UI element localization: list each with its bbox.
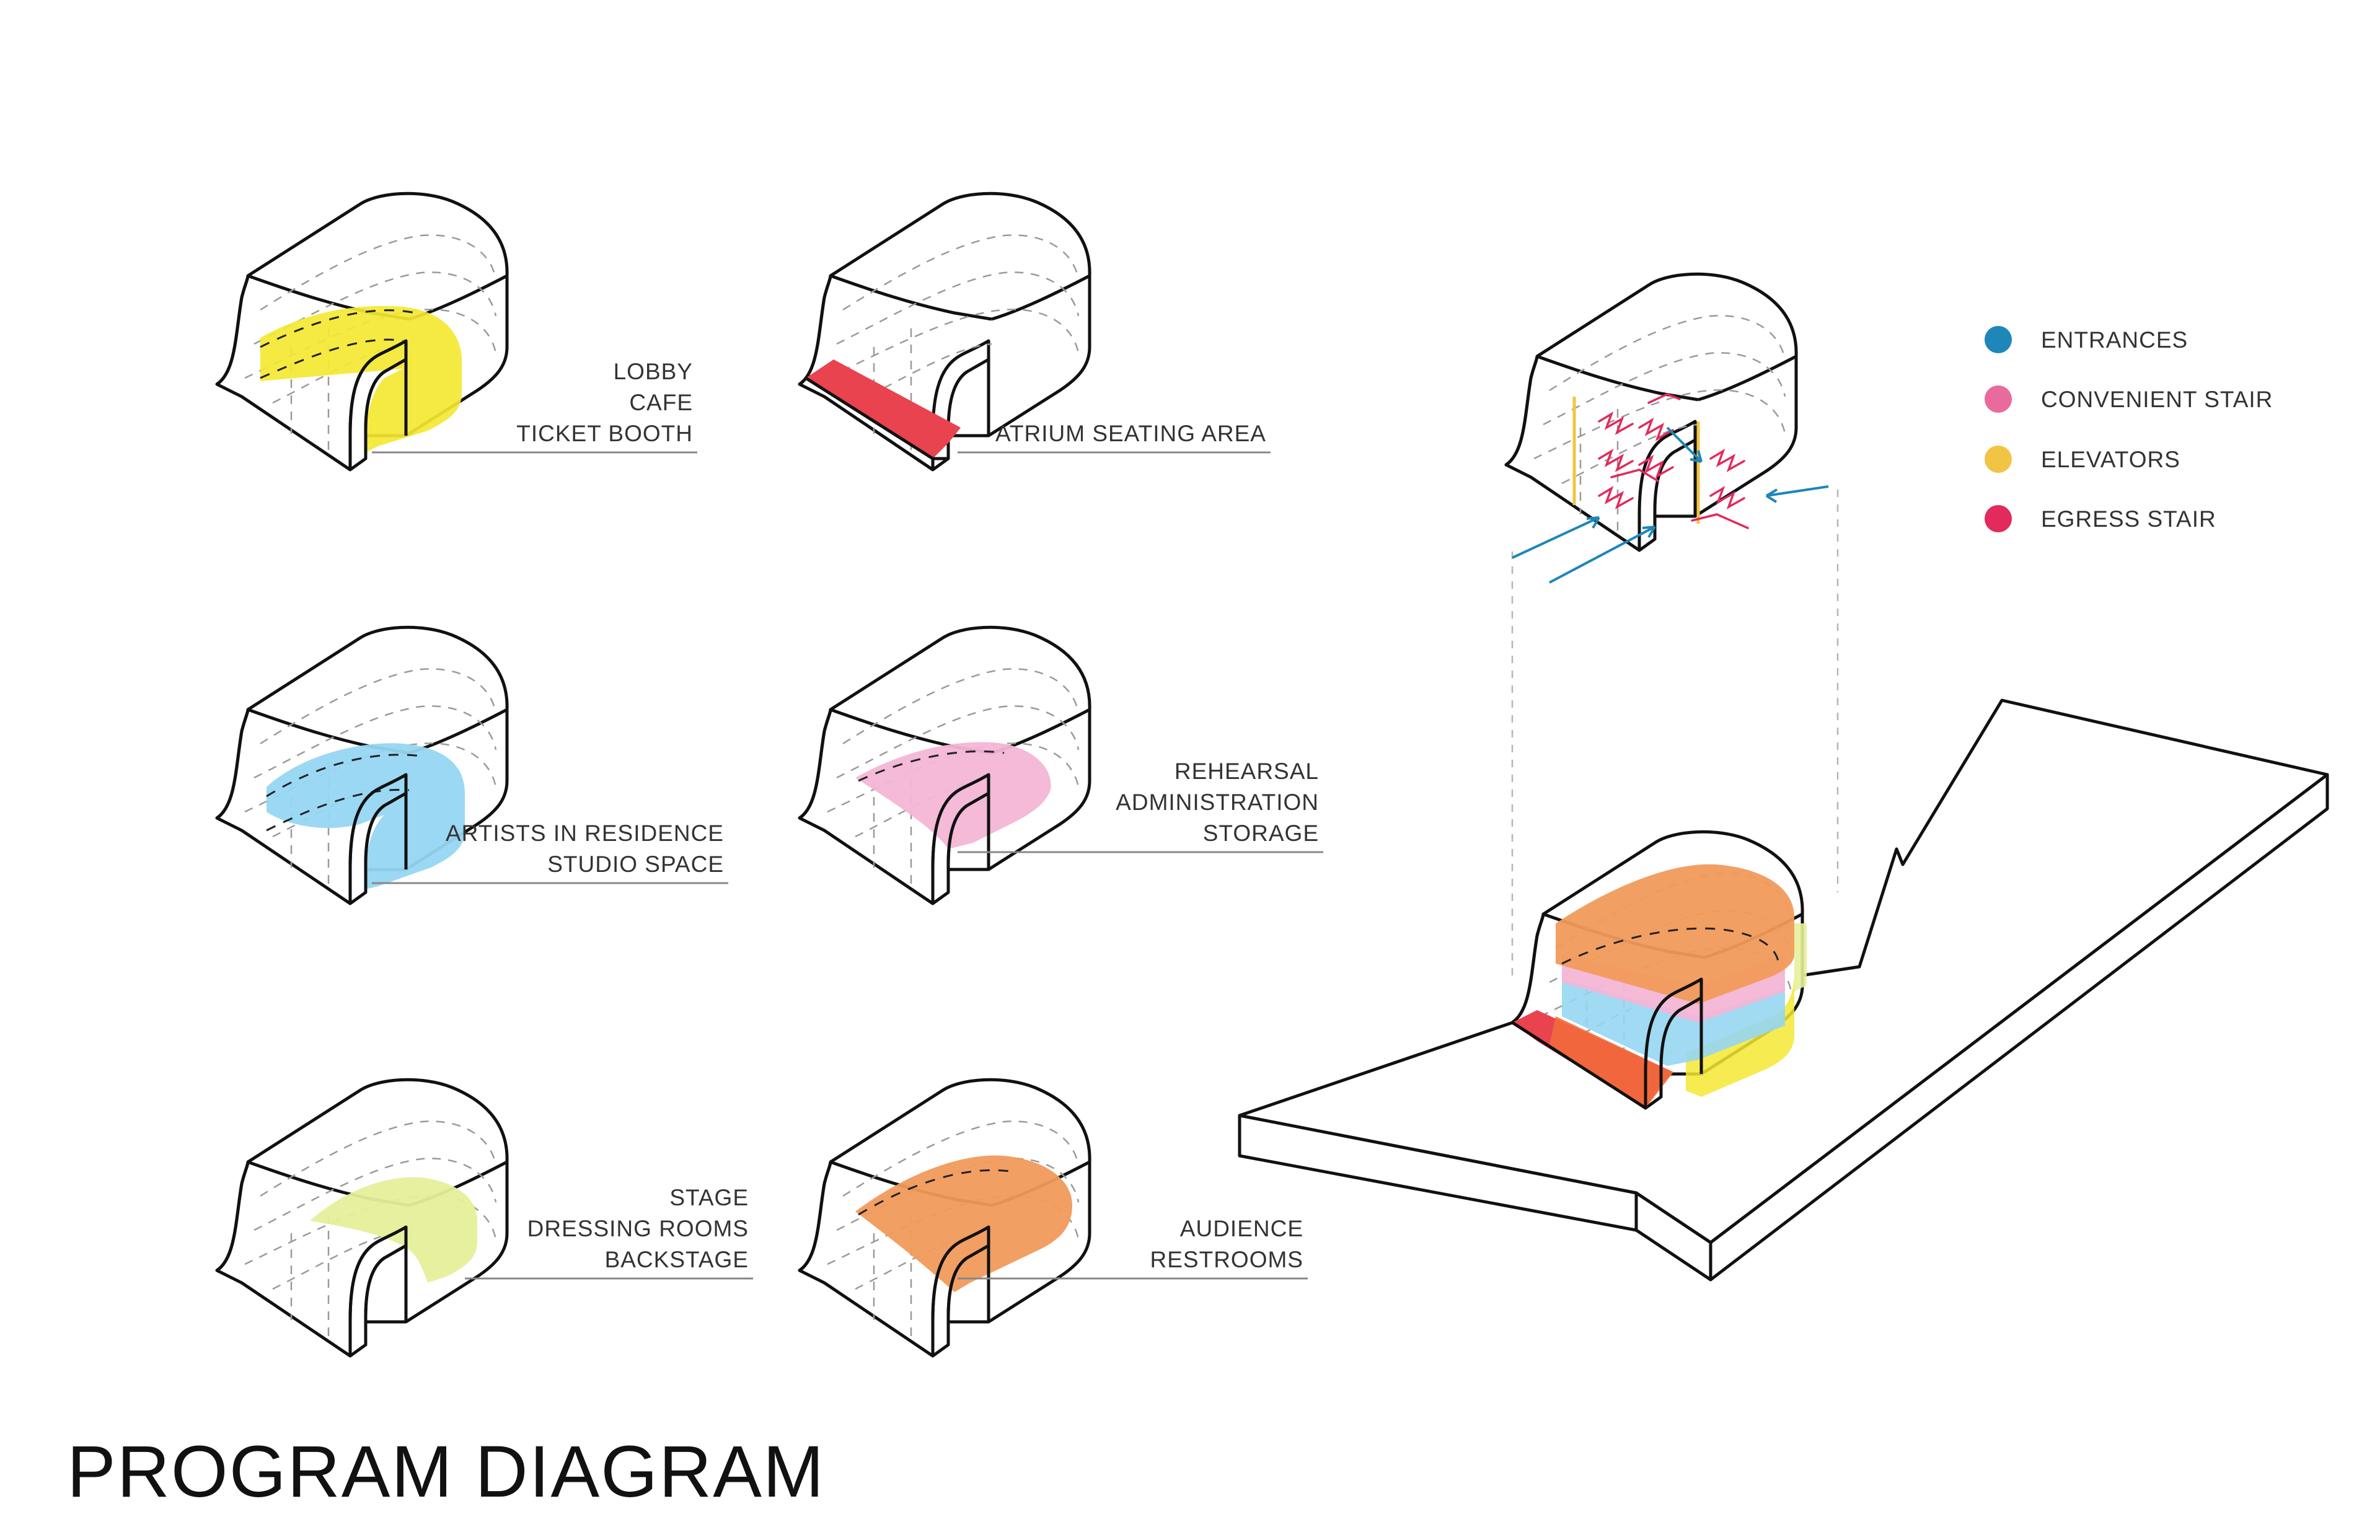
- building-audience: [800, 1080, 1090, 1356]
- label-audience-line-2: RESTROOMS: [1150, 1247, 1303, 1272]
- legend: ENTRANCES CONVENIENT STAIR ELEVATORS EGR…: [1985, 326, 2273, 532]
- building-rehearsal: [800, 627, 1090, 904]
- legend-item-elevators: ELEVATORS: [1985, 446, 2180, 473]
- label-artists-line-1: ARTISTS IN RESIDENCE: [446, 821, 724, 846]
- legend-item-convenient-stair: CONVENIENT STAIR: [1985, 385, 2273, 413]
- building-lobby: [217, 193, 507, 470]
- building-artists: [217, 627, 507, 904]
- label-rehearsal-line-3: STORAGE: [1203, 821, 1319, 846]
- label-lobby-line-3: TICKET BOOTH: [516, 421, 693, 446]
- legend-label-elevators: ELEVATORS: [2041, 447, 2180, 472]
- label-audience-line-1: AUDIENCE: [1180, 1216, 1303, 1241]
- legend-item-entrances: ENTRANCES: [1985, 326, 2188, 353]
- building-stage: [217, 1080, 507, 1356]
- label-atrium-line-1: ATRIUM SEATING AREA: [995, 421, 1266, 446]
- legend-label-egress-stair: EGRESS STAIR: [2041, 506, 2216, 532]
- legend-swatch-egress-stair: [1985, 505, 2012, 532]
- label-rehearsal-line-1: REHEARSAL: [1175, 759, 1319, 784]
- legend-swatch-entrances: [1985, 326, 2012, 353]
- label-lobby-line-2: CAFE: [629, 390, 693, 415]
- label-stage-line-2: DRESSING ROOMS: [527, 1216, 749, 1241]
- legend-swatch-elevators: [1985, 446, 2012, 473]
- label-atrium: ATRIUM SEATING AREA: [958, 421, 1271, 452]
- legend-label-convenient-stair: CONVENIENT STAIR: [2041, 387, 2273, 412]
- label-stage-line-1: STAGE: [669, 1185, 749, 1210]
- label-rehearsal-line-2: ADMINISTRATION: [1116, 790, 1319, 815]
- legend-item-egress-stair: EGRESS STAIR: [1985, 505, 2216, 532]
- legend-swatch-convenient-stair: [1985, 385, 2012, 413]
- page-title: PROGRAM DIAGRAM: [67, 1431, 825, 1513]
- label-lobby-line-1: LOBBY: [614, 359, 693, 384]
- circulation-building: [1506, 274, 1828, 583]
- label-stage-line-3: BACKSTAGE: [605, 1247, 749, 1272]
- label-artists-line-2: STUDIO SPACE: [547, 851, 724, 877]
- legend-label-entrances: ENTRANCES: [2041, 327, 2188, 353]
